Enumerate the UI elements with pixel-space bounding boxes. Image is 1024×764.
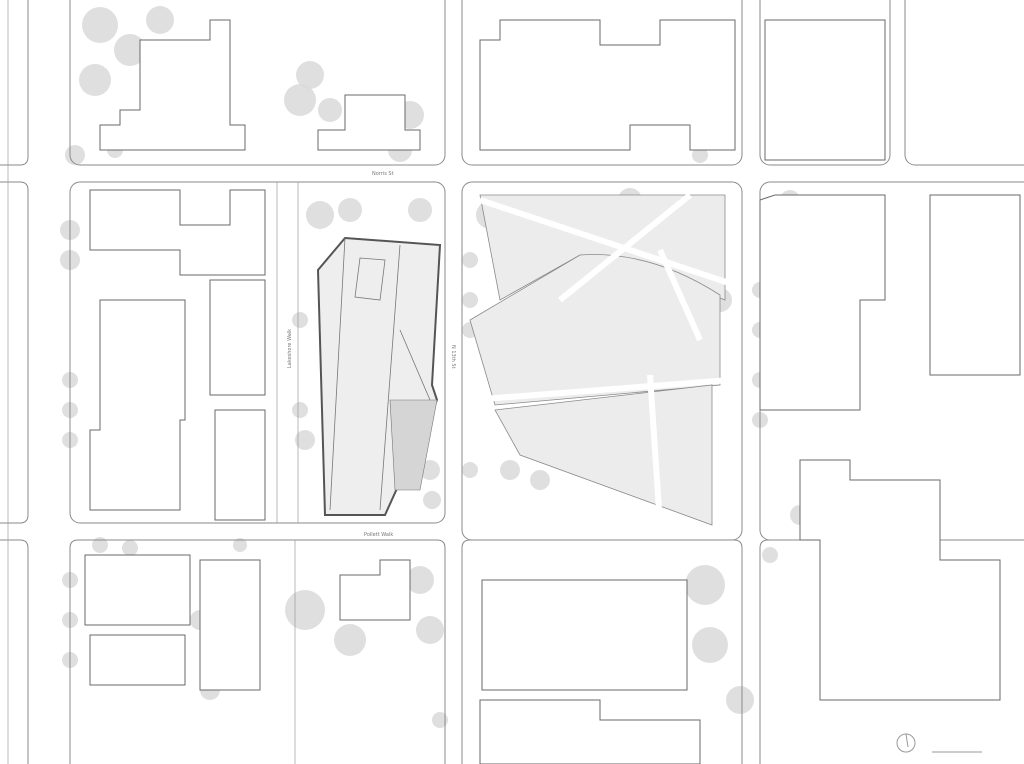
north-arrow-needle xyxy=(905,733,909,748)
tree-canopy xyxy=(146,6,174,34)
tree-canopy xyxy=(685,565,725,605)
tree-canopy xyxy=(408,198,432,222)
tree-canopy xyxy=(233,538,247,552)
block-outline xyxy=(759,0,891,166)
street-label-lakeshore: Lakeshore Walk xyxy=(287,329,293,368)
block-outline xyxy=(904,0,1024,166)
tree-canopy xyxy=(114,34,146,66)
tree-canopy xyxy=(292,312,308,328)
tree-canopy xyxy=(762,547,778,563)
block-outline xyxy=(69,0,446,166)
tree-canopy xyxy=(295,430,315,450)
tree-canopy xyxy=(406,566,434,594)
tree-canopy xyxy=(416,616,444,644)
tree-canopy xyxy=(122,540,138,556)
tree-canopy xyxy=(284,84,316,116)
block-outline xyxy=(0,539,29,764)
tree-canopy xyxy=(334,624,366,656)
tree-canopy xyxy=(82,7,118,43)
tree-canopy xyxy=(423,491,441,509)
street-label-pollett: Pollett Walk xyxy=(364,532,393,538)
street-label-norris: Norris St xyxy=(372,171,394,177)
tree-canopy xyxy=(285,590,325,630)
tree-canopy xyxy=(79,64,111,96)
tree-canopy xyxy=(432,712,448,728)
main-building[interactable] xyxy=(316,236,442,516)
street-label-n13th: N 13th St xyxy=(450,345,456,369)
tree-canopy xyxy=(65,145,85,165)
block-outline xyxy=(69,539,446,764)
tree-canopy xyxy=(530,470,550,490)
tree-canopy xyxy=(92,537,108,553)
block-outline xyxy=(0,0,29,166)
tree-canopy xyxy=(726,686,754,714)
block-outline xyxy=(0,181,29,524)
buildings xyxy=(84,19,1021,764)
tree-canopy xyxy=(462,292,478,308)
tree-canopy xyxy=(692,627,728,663)
tree-canopy xyxy=(318,98,342,122)
tree-canopy xyxy=(296,61,324,89)
tree-canopy xyxy=(692,147,708,163)
tree-canopy xyxy=(292,402,308,418)
tree-canopy xyxy=(306,201,334,229)
block-outline xyxy=(461,0,743,166)
tree-canopy xyxy=(500,460,520,480)
tree-canopy xyxy=(338,198,362,222)
tree-canopy xyxy=(462,462,478,478)
block-outline xyxy=(461,539,743,764)
block-outline xyxy=(69,181,446,524)
park xyxy=(469,192,736,526)
block-outline xyxy=(759,539,1024,764)
tree-canopy xyxy=(462,252,478,268)
